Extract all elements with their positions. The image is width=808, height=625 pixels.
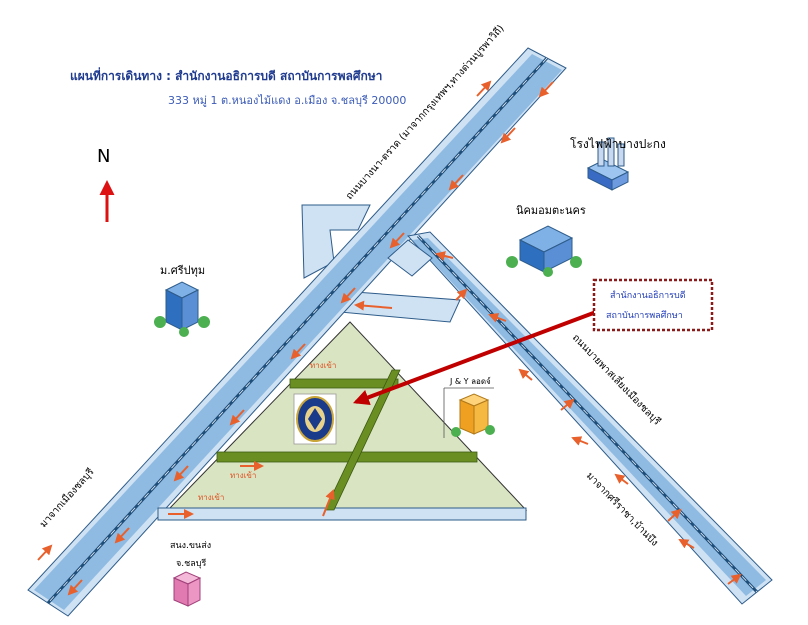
building-jy-lodge-icon [443,387,495,438]
landmark-power-plant: โรงไฟฟ้าบางปะกง [570,137,666,151]
landmark-transport-office-line2: จ.ชลบุรี [176,558,206,569]
landmark-industrial-estate: นิคมอมตะนคร [516,204,586,217]
road-bangna-trat [27,47,567,617]
landmark-transport-office-line1: สนง.ขนส่ง [170,541,211,551]
campus-roads [216,369,478,517]
map-title: แผนที่การเดินทาง : สำนักงานอธิการบดี สถา… [70,67,382,83]
direction-arrows-bypass [435,251,742,585]
industrial-estate-icon [506,225,582,277]
entrance-label: ทางเข้า [198,493,224,502]
pointer-arrow [353,310,597,405]
entrance-label: ทางเข้า [230,471,256,480]
building-transport-office-icon [172,571,202,607]
map-address: 333 หมู่ 1 ต.หนองไม้แดง อ.เมือง จ.ชลบุรี… [168,94,406,107]
road-label-from-chonburi: มาจากเมืองชลบุรี [37,466,97,530]
entrance-label: ทางเข้า [310,361,336,370]
landmark-sripatum: ม.ศรีปทุม [160,264,205,277]
destination-line2: สถาบันการพลศึกษา [606,310,683,321]
loop-road [301,204,371,279]
institute-emblem-icon [293,393,337,445]
destination-line1: สำนักงานอธิการบดี [610,290,686,301]
bottom-road [157,507,527,521]
direction-arrows-bangna [37,80,554,596]
destination-callout: สำนักงานอธิการบดี สถาบันการพลศึกษา [592,278,714,332]
north-arrow: N [97,146,115,222]
landmark-jy-lodge: J & Y ลอดจ์ [449,376,491,386]
road-bypass [387,231,773,605]
power-plant-icon [586,137,630,191]
building-sripatum-icon [154,281,210,337]
north-label: N [97,146,110,167]
